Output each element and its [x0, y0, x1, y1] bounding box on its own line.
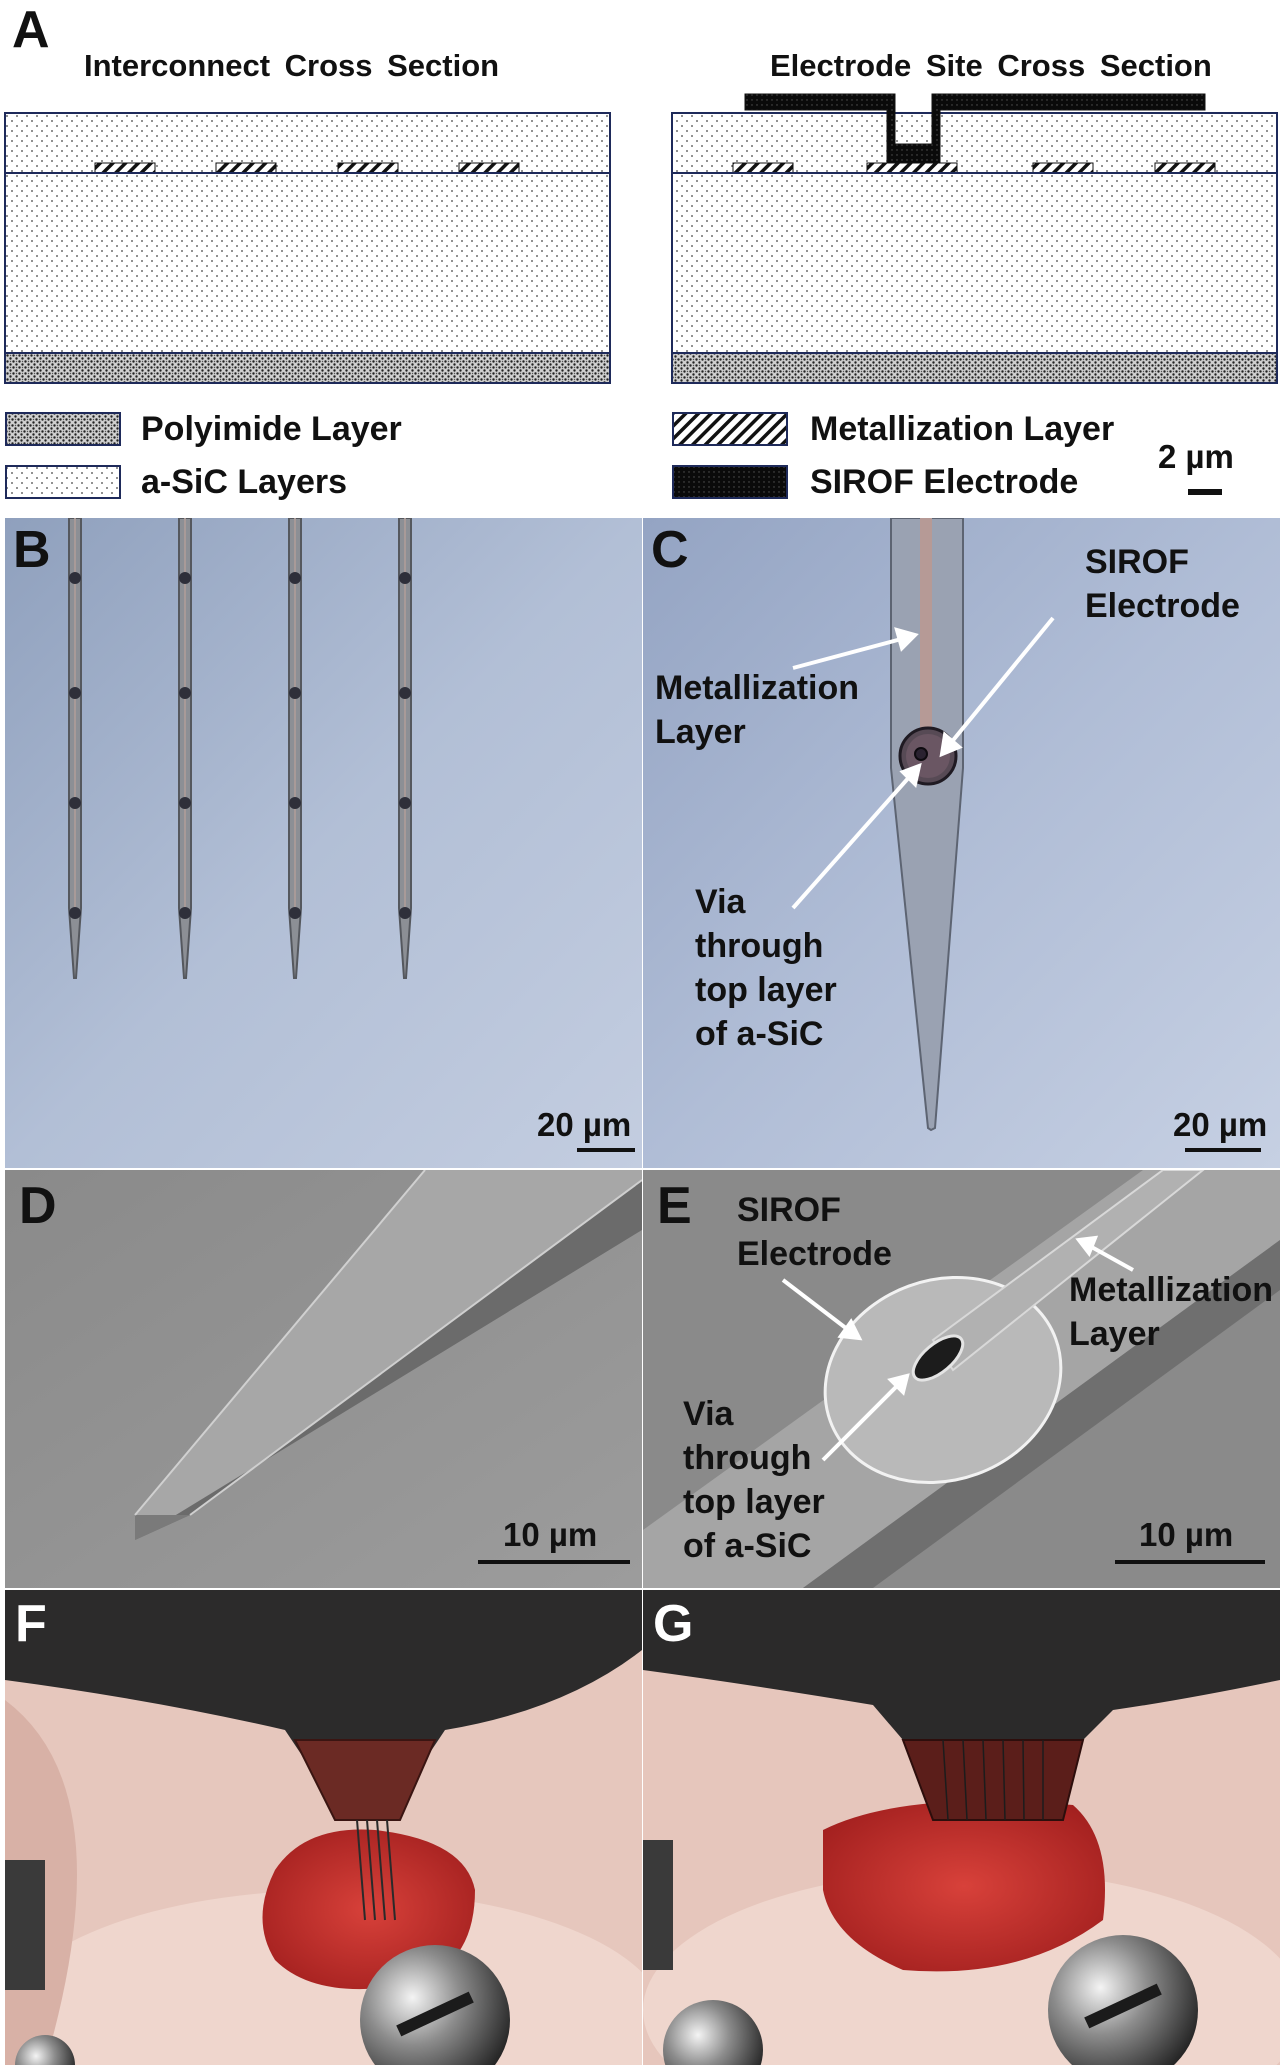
panel-f-image	[5, 1590, 642, 2065]
metal-trace	[920, 518, 932, 748]
legend-sirof-label: SIROF Electrode	[810, 463, 1079, 501]
panel-c-sirof-label: SIROF Electrode	[1085, 543, 1240, 625]
electrode-site	[399, 687, 411, 699]
legend-metallization-swatch	[672, 412, 788, 446]
panel-d-scale-bar	[478, 1560, 630, 1564]
panel-d-image	[5, 1170, 642, 1588]
bone-screw	[15, 2035, 75, 2065]
panel-e-sirof-label: SIROF Electrode	[737, 1191, 892, 1273]
panel-f-label: F	[15, 1595, 47, 1653]
interconnect-title: Interconnect Cross Section	[84, 48, 500, 83]
panel-e-image	[643, 1170, 1280, 1588]
panel-e-label: E	[657, 1177, 692, 1235]
metallization-ridge	[931, 1170, 1205, 1372]
panel-c-image	[643, 518, 1280, 1168]
metal-trace	[1032, 162, 1094, 174]
legend-asic-label: a-SiC Layers	[141, 463, 347, 501]
panel-b-optical-shanks: B 20 µm	[5, 518, 642, 1168]
microscope-housing	[643, 1590, 1280, 1745]
panel-e-metallization-label: Metallization Layer	[1069, 1271, 1274, 1353]
microscope-housing	[5, 1590, 642, 1760]
via-opening	[914, 747, 928, 761]
panel-g-inserted-photo: G	[643, 1590, 1280, 2065]
electrode-site	[289, 687, 301, 699]
metal-trace	[94, 162, 156, 174]
panel-f-insertion-photo: F	[5, 1590, 642, 2065]
probe-array	[901, 1739, 1085, 1821]
panel-e-scale-label: 10 µm	[1139, 1516, 1234, 1553]
panel-c-scale-label: 20 µm	[1173, 1106, 1268, 1143]
panel-d-label: D	[19, 1177, 57, 1235]
bone-screw	[663, 2000, 763, 2065]
panel-e-via-label: Via through top layer of a-SiC	[683, 1395, 825, 1565]
panel-c-metallization-label: Metallization Layer	[655, 669, 860, 751]
panel-a-scale-label: 2 µm	[1158, 438, 1234, 475]
panel-g-label: G	[653, 1595, 694, 1653]
panel-a: A Interconnect Cross Section Electrode S…	[0, 0, 1285, 515]
panel-a-label: A	[12, 1, 50, 59]
electrode-site	[69, 687, 81, 699]
panel-b-scale-label: 20 µm	[537, 1106, 632, 1143]
electrode-site	[179, 907, 191, 919]
electrode-site-cross-section-diagram	[671, 93, 1278, 384]
electrode-site	[179, 797, 191, 809]
panel-e-sem-electrode: E SIROF Electrode Metallization Layer Vi…	[643, 1170, 1280, 1588]
electrode-site	[399, 907, 411, 919]
probe-array	[293, 1739, 437, 1821]
electrode-site	[179, 572, 191, 584]
panel-b-image	[5, 518, 642, 1168]
shank-outline	[890, 518, 964, 1132]
panel-c-scale-bar	[1185, 1148, 1261, 1152]
panel-c-via-label: Via through top layer of a-SiC	[695, 883, 837, 1053]
electrode-site	[179, 687, 191, 699]
metal-trace	[1154, 162, 1216, 174]
electrode-site	[69, 797, 81, 809]
bone-screw	[643, 1840, 673, 1970]
metal-trace	[458, 162, 520, 174]
metal-trace	[866, 162, 958, 174]
legend-metallization-label: Metallization Layer	[810, 410, 1115, 448]
interconnect-cross-section-diagram	[4, 112, 611, 384]
legend-asic-swatch	[5, 465, 121, 499]
electrode-site	[69, 907, 81, 919]
bone-screw	[5, 1860, 45, 1990]
panel-b-scale-bar	[577, 1148, 635, 1152]
electrode-site	[399, 797, 411, 809]
panel-d-sem-tip: D 10 µm	[5, 1170, 642, 1588]
panel-g-image	[643, 1590, 1280, 2065]
sirof-electrode-shape	[744, 93, 1206, 164]
craniotomy-blood	[823, 1800, 1105, 1972]
panel-d-scale-label: 10 µm	[503, 1516, 598, 1553]
shank-top-surface	[135, 1170, 642, 1515]
electrode-site	[69, 572, 81, 584]
via-opening	[911, 1334, 965, 1382]
legend-polyimide-swatch	[5, 412, 121, 446]
metal-trace	[337, 162, 399, 174]
panel-a-scale-bar	[1188, 489, 1222, 495]
legend-sirof-swatch	[672, 465, 788, 499]
metal-trace	[215, 162, 277, 174]
electrode-site	[289, 572, 301, 584]
panel-c-label: C	[651, 521, 689, 579]
panel-c-optical-tip: C SIROF Electrode Metallization Layer Vi…	[643, 518, 1280, 1168]
bone-screw	[360, 1945, 510, 2065]
electrode-site	[399, 572, 411, 584]
electrode-site	[289, 907, 301, 919]
metal-trace	[732, 162, 794, 174]
electrode-site-title: Electrode Site Cross Section	[770, 48, 1212, 83]
legend-polyimide-label: Polyimide Layer	[141, 410, 402, 448]
panel-e-scale-bar	[1115, 1560, 1265, 1564]
panel-b-label: B	[13, 521, 51, 579]
electrode-site	[289, 797, 301, 809]
